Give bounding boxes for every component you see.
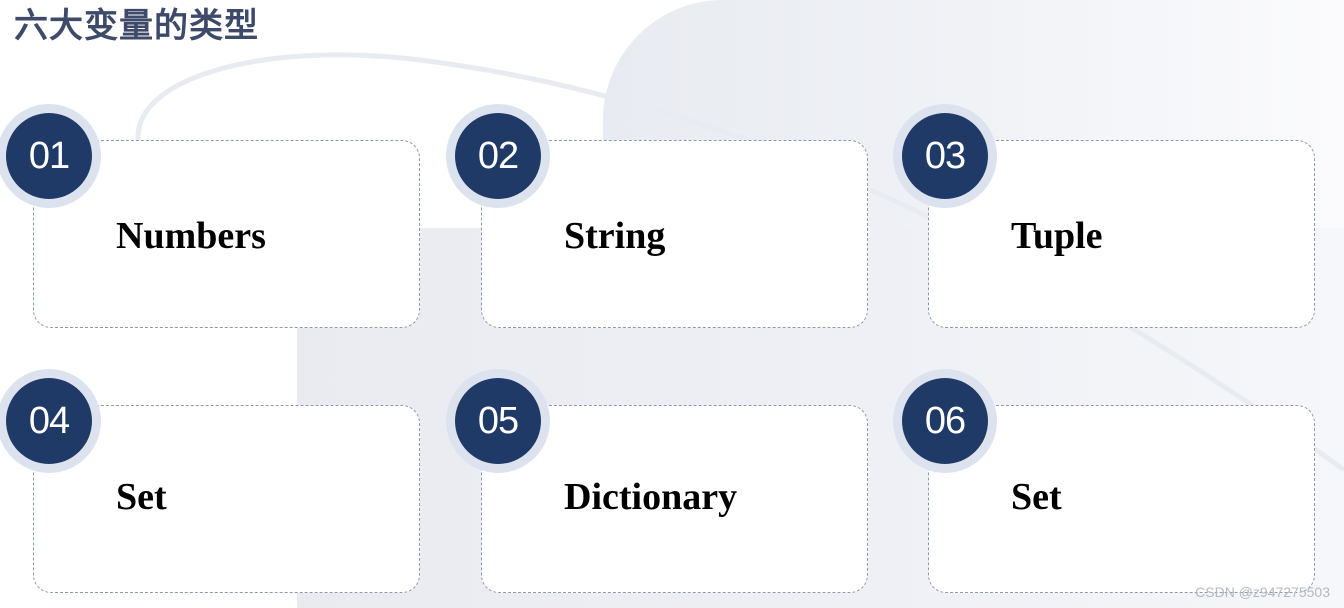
number-badge-halo: 06 — [893, 369, 997, 473]
card-label: String — [564, 215, 666, 257]
card-label: Dictionary — [564, 476, 738, 518]
card-numbers: Numbers — [33, 140, 420, 328]
number-badge: 01 — [6, 113, 92, 199]
number-badge-halo: 05 — [446, 369, 550, 473]
number-badge: 03 — [902, 113, 988, 199]
number-badge-halo: 04 — [0, 369, 101, 473]
number-badge-halo: 03 — [893, 104, 997, 208]
number-badge: 06 — [902, 378, 988, 464]
number-badge-halo: 01 — [0, 104, 101, 208]
page-title: 六大变量的类型 — [14, 6, 259, 46]
number-badge: 02 — [455, 113, 541, 199]
card-label: Set — [116, 476, 167, 518]
card-label: Set — [1011, 476, 1062, 518]
card-label: Tuple — [1011, 215, 1103, 257]
number-badge: 04 — [6, 378, 92, 464]
watermark: CSDN @z947275503 — [1195, 584, 1330, 600]
number-badge: 05 — [455, 378, 541, 464]
number-badge-halo: 02 — [446, 104, 550, 208]
card-label: Numbers — [116, 215, 266, 257]
